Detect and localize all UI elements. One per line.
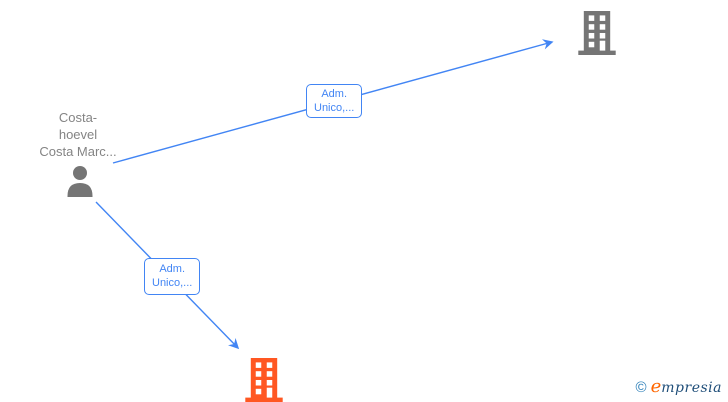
copyright-icon: © [635, 379, 647, 396]
empresia-brand-text: empresia [651, 376, 722, 397]
edge-label-top-line2: Unico,... [314, 102, 355, 114]
edge-label-top-line1: Adm. [321, 88, 348, 100]
brand-letter-e: e [650, 376, 662, 397]
company-building-icon-top-right[interactable] [577, 11, 617, 55]
company-building-icon-bottom[interactable] [244, 358, 284, 402]
edge-label-bottom-line2: Unico,... [152, 277, 193, 289]
brand-rest: mpresia [661, 380, 722, 396]
edge-label-bottom-line1: Adm. [159, 263, 186, 275]
person-label-line1: Costa- [58, 110, 98, 125]
edge-label-adm-unico-bottom[interactable]: Adm. Unico,... [144, 258, 201, 295]
person-label-line3: Costa Marc... [39, 144, 117, 159]
person-icon[interactable] [65, 165, 95, 197]
empresia-logo[interactable]: © empresia [636, 376, 722, 397]
person-node-label: Costa- hoevel Costa Marc... [8, 109, 148, 160]
person-label-line2: hoevel [58, 127, 98, 142]
edge-label-adm-unico-top[interactable]: Adm. Unico,... [306, 84, 363, 118]
